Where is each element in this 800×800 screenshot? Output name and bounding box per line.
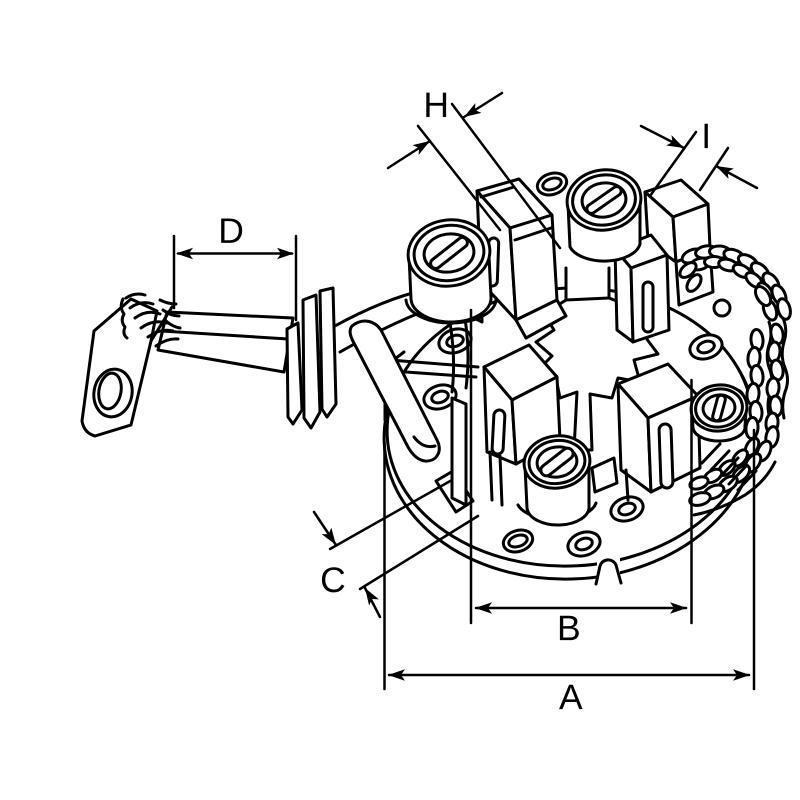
lever-shaft xyxy=(156,310,295,374)
dimension-C: C xyxy=(312,478,480,619)
crimp-joint xyxy=(119,292,182,348)
dim-label-A: A xyxy=(559,677,583,717)
mounting-lug xyxy=(80,297,174,438)
dim-label-D: D xyxy=(218,211,244,251)
brush-box-upper-left xyxy=(466,177,568,340)
dim-label-C: C xyxy=(320,560,346,600)
lever-arm xyxy=(80,286,338,438)
dim-label-H: H xyxy=(423,85,449,125)
dimension-H: H xyxy=(386,85,562,250)
spring-post-left xyxy=(404,218,498,325)
dim-label-B: B xyxy=(557,608,581,648)
lever-fork xyxy=(331,288,470,463)
dimension-I: I xyxy=(639,116,759,198)
brush-box-lower-right xyxy=(616,362,702,502)
dimension-D: D xyxy=(172,211,298,322)
braid-lower-loops xyxy=(688,425,780,517)
dimension-A: A xyxy=(383,428,756,717)
dim-label-I: I xyxy=(701,116,711,156)
spring-post-top xyxy=(565,168,643,263)
spring-post-right xyxy=(689,383,749,443)
alignment-notch xyxy=(594,556,623,586)
braided-wire xyxy=(678,244,792,517)
spring-post-bottom xyxy=(516,434,619,527)
braid-upper-loops xyxy=(680,244,792,321)
dimension-B: B xyxy=(469,308,693,648)
grommet-collar xyxy=(285,286,338,430)
